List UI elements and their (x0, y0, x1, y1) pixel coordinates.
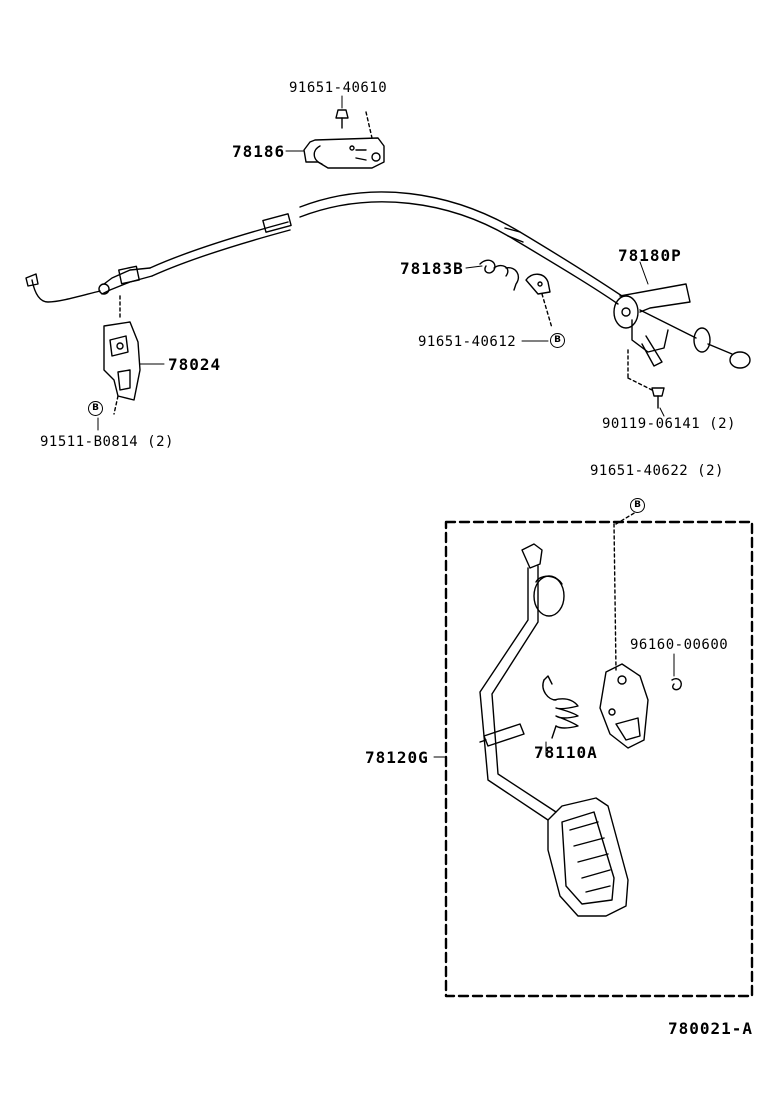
clamp-78186 (304, 110, 384, 168)
badge-b-91651-40622: B (630, 498, 645, 513)
part-label-96160-00600: 96160-00600 (630, 637, 729, 653)
part-label-78180P: 78180P (618, 246, 682, 265)
pivot-pin (480, 724, 524, 746)
badge-b-91651-40612: B (550, 333, 565, 348)
spring-78110A (543, 676, 578, 738)
part-label-91651-40612: 91651-40612 (418, 334, 517, 350)
leader-lines (98, 96, 674, 757)
accelerator-cable (26, 192, 622, 304)
bracket-78180P (614, 284, 750, 408)
accelerator-pedal-arm (480, 544, 628, 916)
part-label-91511-B0814: 91511-B0814 (2) (40, 434, 174, 450)
part-label-78183B: 78183B (400, 259, 464, 278)
part-label-78024: 78024 (168, 355, 222, 374)
part-label-78186: 78186 (232, 142, 286, 161)
figure-id-label: 780021-A (668, 1019, 754, 1038)
bracket-78024 (104, 296, 140, 414)
badge-b-91511-B0814: B (88, 401, 103, 416)
part-label-90119-06141: 90119-06141 (2) (602, 416, 736, 432)
part-label-91651-40622: 91651-40622 (2) (590, 463, 724, 479)
part-label-78120G: 78120G (365, 748, 429, 767)
spring-clip-78183B (480, 260, 552, 328)
pedal-assembly-box (446, 522, 752, 996)
part-label-78110A: 78110A (534, 743, 598, 762)
pedal-bracket (600, 512, 681, 748)
part-label-91651-40610: 91651-40610 (289, 80, 388, 96)
